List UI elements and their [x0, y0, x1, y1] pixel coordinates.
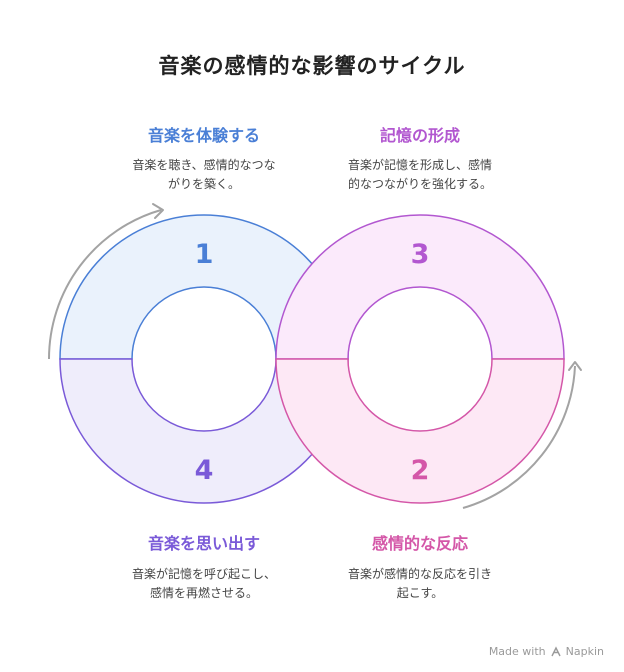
step-2-heading: 感情的な反応: [371, 534, 468, 553]
napkin-logo-icon: [551, 645, 561, 656]
step-2-desc-line2: 起こす。: [396, 586, 444, 600]
step-1-description: 音楽を聴き、感情的なつな がりを築く。: [89, 156, 319, 194]
napkin-branding: Made with Napkin: [489, 645, 604, 658]
step-4-heading: 音楽を思い出す: [147, 534, 260, 553]
step-3-number: 3: [411, 239, 430, 270]
step-1-desc-line2: がりを築く。: [167, 177, 240, 191]
cycle-arrow-right-head: [568, 361, 582, 371]
step-4-number: 4: [195, 455, 214, 486]
step-1-desc-line1: 音楽を聴き、感情的なつな: [132, 158, 276, 172]
step-3-description: 音楽が記憶を形成し、感情 的なつながりを強化する。: [305, 156, 535, 194]
brand-name: Napkin: [565, 645, 604, 658]
step-4-description: 音楽が記憶を呼び起こし、 感情を再燃させる。: [89, 565, 319, 603]
step-1-heading: 音楽を体験する: [147, 126, 260, 145]
segment-2: [275, 358, 565, 504]
step-2-desc-line1: 音楽が感情的な反応を引き: [347, 567, 492, 581]
step-3-desc-line1: 音楽が記憶を形成し、感情: [347, 158, 492, 172]
cycle-arrow-left-head: [152, 203, 164, 219]
right-ring-hole: [349, 288, 491, 430]
cycle-arrow-left: [48, 209, 162, 360]
segment-3: [275, 214, 565, 360]
step-3-heading: 記憶の形成: [379, 126, 460, 145]
cycle-arrow-right: [462, 365, 576, 509]
step-3-desc-line2: 的なつながりを強化する。: [347, 177, 492, 191]
step-4-desc-line1: 音楽が記憶を呼び起こし、: [131, 567, 276, 581]
page-title: 音楽の感情的な影響のサイクル: [158, 54, 466, 78]
left-ring-hole: [133, 288, 275, 430]
step-4-desc-line2: 感情を再燃させる。: [149, 586, 258, 600]
step-1-number: 1: [195, 239, 214, 270]
step-2-number: 2: [411, 455, 430, 486]
brand-prefix: Made with: [488, 645, 546, 658]
step-2-description: 音楽が感情的な反応を引き 起こす。: [305, 565, 535, 603]
